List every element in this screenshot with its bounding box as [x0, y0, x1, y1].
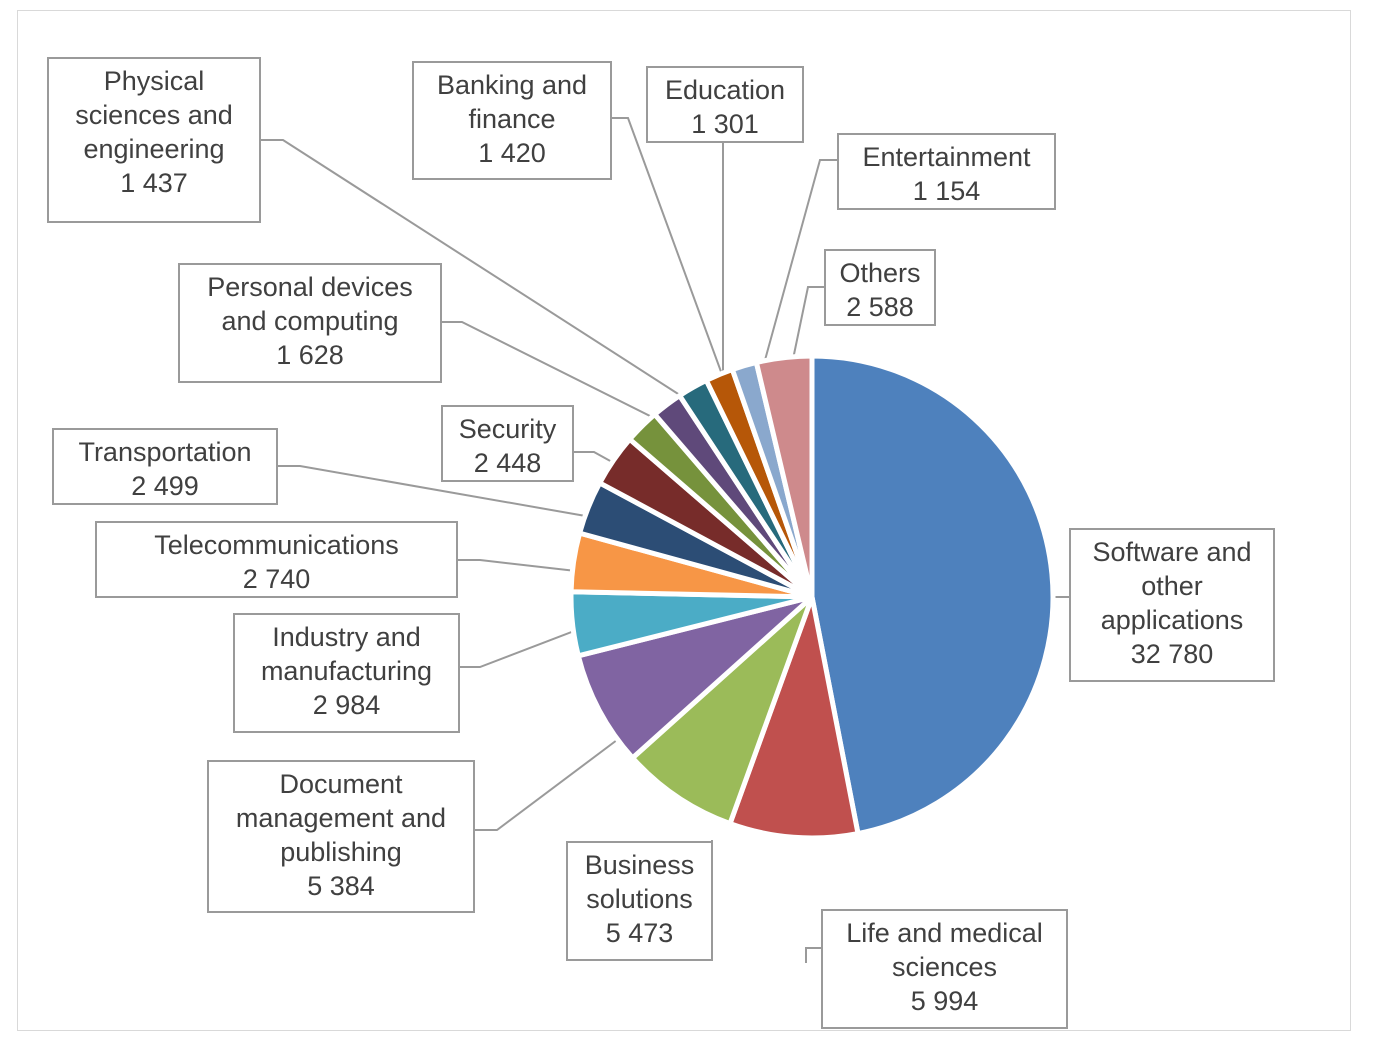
pie-slices-group	[568, 353, 1056, 841]
data-label-transportation[interactable]: Transportation 2 499	[52, 428, 278, 505]
data-label-life-medical[interactable]: Life and medical sciences 5 994	[821, 909, 1068, 1029]
leader-line-physical-sciences	[260, 139, 701, 409]
data-label-physical-sciences[interactable]: Physical sciences and engineering 1 437	[47, 57, 261, 223]
data-label-education[interactable]: Education 1 301	[646, 66, 804, 143]
data-label-document[interactable]: Document management and publishing 5 384	[207, 760, 475, 913]
data-label-industry[interactable]: Industry and manufacturing 2 984	[233, 613, 460, 733]
leader-lines-group	[260, 117, 1070, 963]
leader-line-life-medical	[805, 947, 822, 963]
pie-slice[interactable]	[727, 594, 861, 841]
pie-slice[interactable]	[630, 594, 815, 827]
leader-line-telecom	[457, 559, 577, 572]
data-label-security[interactable]: Security 2 448	[441, 405, 574, 482]
leader-line-banking	[611, 117, 728, 389]
data-label-banking[interactable]: Banking and finance 1 420	[412, 61, 612, 180]
pie-slice[interactable]	[809, 353, 1056, 837]
pie-slice[interactable]	[575, 594, 815, 761]
leader-line-entertainment	[761, 159, 838, 372]
leader-line-industry	[459, 627, 583, 668]
data-label-software[interactable]: Software and other applications 32 780	[1069, 528, 1275, 682]
leader-line-personal-devices	[441, 321, 673, 428]
leader-line-others	[791, 286, 825, 365]
leader-line-document	[474, 739, 618, 831]
leader-line-transportation	[277, 465, 598, 519]
pie-slice[interactable]	[753, 353, 815, 600]
data-label-business[interactable]: Business solutions 5 473	[566, 841, 713, 961]
data-label-personal-devices[interactable]: Personal devices and computing 1 628	[178, 263, 442, 383]
data-label-others[interactable]: Others 2 588	[824, 249, 936, 326]
data-label-entertainment[interactable]: Entertainment 1 154	[837, 133, 1056, 210]
data-label-telecom[interactable]: Telecommunications 2 740	[95, 521, 458, 598]
